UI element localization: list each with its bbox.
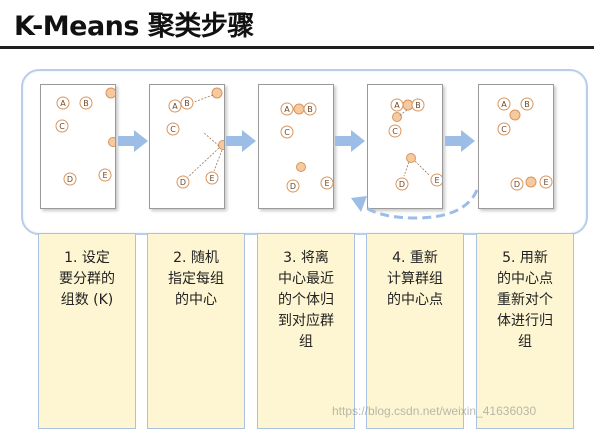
loop-back-arrow-icon <box>351 189 479 220</box>
point-label-b: B <box>307 105 313 114</box>
point-label-c: C <box>392 127 398 136</box>
cluster-center-dot <box>218 140 224 150</box>
point-label-a: A <box>501 100 507 109</box>
cluster-center-dot <box>392 112 402 122</box>
page-title: K-Means 聚类步骤 <box>14 11 254 42</box>
panel-step-4: A B C D E <box>367 84 443 209</box>
assignment-arrow <box>403 161 410 177</box>
cluster-center-dot <box>525 176 537 188</box>
assignment-arrow <box>213 149 223 172</box>
step-box-4: 4. 重新 计算群组 的中心点 <box>366 233 464 429</box>
point-label-e: E <box>209 174 214 183</box>
step-text-5: 5. 用新 的中心点 重新对个 体进行归 组 <box>497 250 553 350</box>
step-box-3: 3. 将离 中心最近 的个体归 到对应群 组 <box>257 233 355 429</box>
assignment-arrow <box>202 131 220 147</box>
step-text-1: 1. 设定 要分群的 组数 (K) <box>59 250 115 308</box>
point-label-b: B <box>83 99 89 108</box>
cluster-center-dot <box>211 87 223 99</box>
point-label-c: C <box>284 128 290 137</box>
assignment-arrow <box>398 109 408 117</box>
flow-arrow-4-icon <box>445 130 475 152</box>
point-label-a: A <box>172 102 178 111</box>
point-label-b: B <box>524 100 530 109</box>
step-box-2: 2. 随机 指定每组 的中心 <box>147 233 245 429</box>
cluster-center-dot <box>293 103 305 115</box>
assignment-arrow <box>187 147 220 178</box>
point-label-c: C <box>59 122 65 131</box>
point-label-a: A <box>60 99 66 108</box>
watermark: https://blog.csdn.net/weixin_41636030 <box>332 404 537 418</box>
step-text-4: 4. 重新 计算群组 的中心点 <box>387 250 443 308</box>
point-label-e: E <box>543 178 548 187</box>
panel-step-3: A B C D E <box>258 84 334 209</box>
point-label-e: E <box>434 176 439 185</box>
step-box-1: 1. 设定 要分群的 组数 (K) <box>38 233 136 429</box>
cluster-center-dot <box>105 87 115 99</box>
step-box-5: 5. 用新 的中心点 重新对个 体进行归 组 <box>476 233 574 429</box>
flow-arrow-2-icon <box>226 130 256 152</box>
panel-step-1: A B C D E <box>40 84 116 209</box>
step-text-2: 2. 随机 指定每组 的中心 <box>168 250 224 308</box>
flow-arrow-1-icon <box>118 130 148 152</box>
point-label-d: D <box>290 182 296 191</box>
flow-arrow-3-icon <box>335 130 365 152</box>
point-label-a: A <box>394 101 400 110</box>
assignment-arrow <box>414 160 431 177</box>
panel-step-2: A B C D E <box>149 84 225 209</box>
title-divider <box>0 46 594 49</box>
cluster-center-dot <box>296 162 306 172</box>
assignment-arrow <box>193 94 214 103</box>
point-label-b: B <box>415 101 421 110</box>
panel-step-5: A B C D E <box>478 84 554 209</box>
point-label-d: D <box>67 175 73 184</box>
point-label-e: E <box>324 179 329 188</box>
point-label-d: D <box>399 180 405 189</box>
cluster-center-dot <box>509 109 521 121</box>
point-label-c: C <box>501 125 507 134</box>
point-label-e: E <box>102 171 107 180</box>
point-label-d: D <box>514 180 520 189</box>
step-text-3: 3. 将离 中心最近 的个体归 到对应群 组 <box>278 250 334 350</box>
point-label-d: D <box>180 178 186 187</box>
point-label-b: B <box>184 99 190 108</box>
point-label-c: C <box>170 125 176 134</box>
cluster-center-dot <box>406 153 416 163</box>
cluster-center-dot <box>108 137 115 147</box>
point-label-a: A <box>284 105 290 114</box>
